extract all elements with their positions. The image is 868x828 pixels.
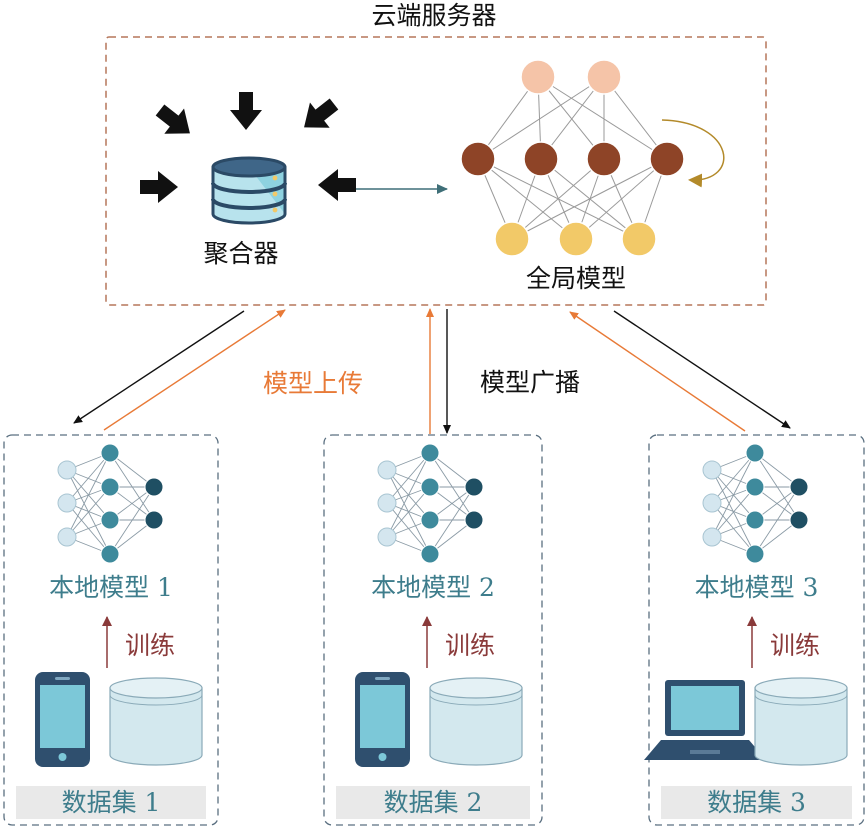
dataset-label-bg xyxy=(16,786,206,819)
train-label: 训练 xyxy=(770,631,820,660)
local-hidden-node xyxy=(100,510,120,530)
local-output-node xyxy=(464,477,484,497)
client-box xyxy=(3,434,219,826)
local-input-node xyxy=(57,493,77,513)
local-output-node xyxy=(789,477,809,497)
local-model-label: 本地模型 1 xyxy=(49,573,173,602)
upload-label: 模型上传 xyxy=(263,369,363,398)
local-hidden-node xyxy=(420,443,440,463)
local-hidden-node xyxy=(745,443,765,463)
client-box xyxy=(648,434,865,826)
broadcast-arrow-3 xyxy=(613,310,791,429)
local-model-network xyxy=(702,443,809,564)
aggregator-label: 聚合器 xyxy=(203,239,278,268)
local-model-network xyxy=(377,443,484,564)
arrow-icon xyxy=(155,104,190,134)
self-update-arrow xyxy=(661,119,725,188)
broadcast-arrow-1 xyxy=(73,310,245,424)
laptop-icon xyxy=(644,680,766,760)
dataset-database-icon xyxy=(109,677,203,766)
incoming-arrows xyxy=(140,92,356,203)
phone-icon xyxy=(35,672,90,767)
global-output-node xyxy=(558,221,594,257)
global-output-node xyxy=(621,221,657,257)
train-label: 训练 xyxy=(125,631,175,660)
upload-arrow-1 xyxy=(103,309,286,431)
local-output-node xyxy=(144,510,164,530)
global-top-node xyxy=(520,59,556,95)
local-hidden-node xyxy=(100,443,120,463)
global-output-node xyxy=(494,221,530,257)
dataset-label-bg xyxy=(661,786,852,819)
cloud-server: 云端服务器 聚合器 全局模型 xyxy=(105,1,767,306)
local-hidden-node xyxy=(100,544,120,564)
local-hidden-node xyxy=(420,477,440,497)
client-box xyxy=(323,434,543,826)
server-box xyxy=(105,36,767,306)
local-input-node xyxy=(377,460,397,480)
global-model-network xyxy=(460,59,685,257)
server-title: 云端服务器 xyxy=(371,1,496,30)
local-hidden-node xyxy=(745,477,765,497)
phone-icon xyxy=(355,672,410,767)
arrow-icon xyxy=(318,169,356,201)
global-top-node xyxy=(586,59,622,95)
local-hidden-node xyxy=(420,544,440,564)
broadcast-label: 模型广播 xyxy=(480,368,580,397)
local-input-node xyxy=(57,527,77,547)
local-hidden-node xyxy=(745,510,765,530)
arrow-icon xyxy=(304,98,339,128)
global-hidden-node xyxy=(523,141,559,177)
local-output-node xyxy=(144,477,164,497)
dataset-label: 数据集 2 xyxy=(384,788,483,817)
database-server-icon xyxy=(211,156,287,225)
local-input-node xyxy=(702,493,722,513)
local-input-node xyxy=(702,527,722,547)
global-model-connections xyxy=(477,76,668,240)
local-input-node xyxy=(57,460,77,480)
global-hidden-node xyxy=(649,141,685,177)
local-model-network xyxy=(57,443,164,564)
local-model-label: 本地模型 2 xyxy=(371,573,495,602)
upload-arrow-3 xyxy=(569,311,746,432)
global-hidden-node xyxy=(586,141,622,177)
local-model-label: 本地模型 3 xyxy=(695,573,819,602)
dataset-label-bg xyxy=(336,786,530,819)
dataset-database-icon xyxy=(429,677,523,766)
arrow-icon xyxy=(140,171,178,203)
local-input-node xyxy=(377,527,397,547)
dataset-label: 数据集 3 xyxy=(707,788,806,817)
local-hidden-node xyxy=(745,544,765,564)
dataset-database-icon xyxy=(754,677,848,766)
local-output-node xyxy=(789,510,809,530)
local-input-node xyxy=(377,493,397,513)
global-hidden-node xyxy=(460,141,496,177)
local-hidden-node xyxy=(420,510,440,530)
global-model-label: 全局模型 xyxy=(526,264,626,293)
local-hidden-node xyxy=(100,477,120,497)
arrow-icon xyxy=(230,92,262,130)
train-label: 训练 xyxy=(445,631,495,660)
local-output-node xyxy=(464,510,484,530)
dataset-label: 数据集 1 xyxy=(62,788,161,817)
communication-arrows: 模型上传 模型广播 xyxy=(73,308,791,434)
local-input-node xyxy=(702,460,722,480)
